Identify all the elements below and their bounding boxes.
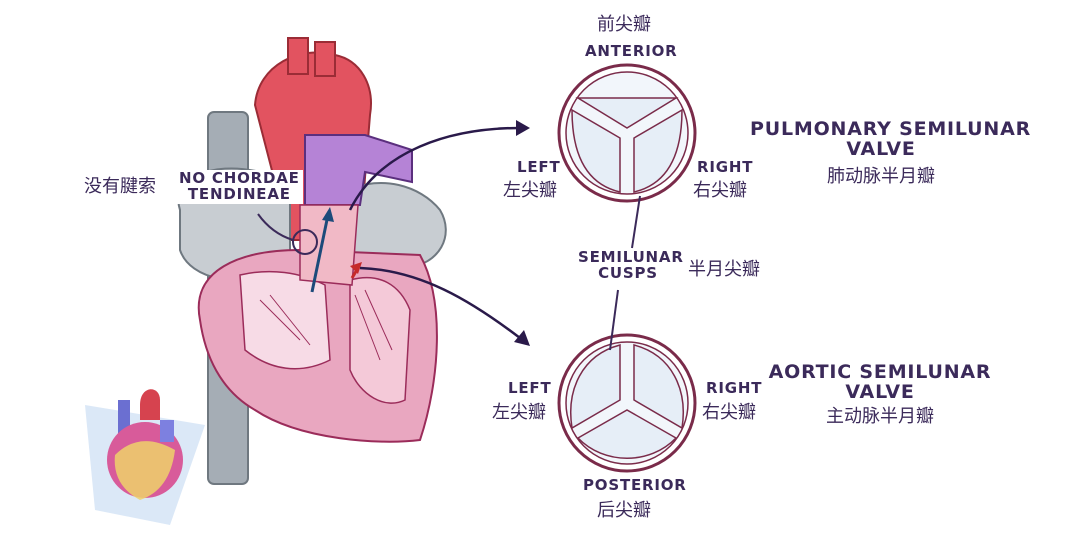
ventricles <box>197 248 438 443</box>
aortic-posterior-en: POSTERIOR <box>583 476 687 494</box>
pulm-left-en: LEFT <box>517 158 561 176</box>
aortic-valve-title: AORTIC SEMILUNAR VALVE <box>760 361 1000 403</box>
pulm-title-line-1: PULMONARY SEMILUNAR <box>750 118 1032 140</box>
no-chordae-line-1: NO CHORDAE <box>179 169 300 187</box>
pulmonary-valve <box>557 63 697 203</box>
blood-flow-arrow-red <box>350 262 362 279</box>
no-chordae-label-en: NO CHORDAE TENDINEAE <box>176 170 303 204</box>
aortic-left-zh: 左尖瓣 <box>492 402 546 423</box>
pulmonary-trunk <box>299 134 413 286</box>
pulmonary-valve-title: PULMONARY SEMILUNAR VALVE <box>750 118 1032 160</box>
cusps-leader-top <box>631 195 641 249</box>
pointer-arrow-to-pulmonary <box>348 120 530 211</box>
pulm-right-zh: 右尖瓣 <box>693 180 747 201</box>
pulm-title-line-2: VALVE <box>846 137 916 160</box>
pulmonary-valve-title-zh: 肺动脉半月瓣 <box>827 166 935 187</box>
aortic-right-zh: 右尖瓣 <box>702 402 756 423</box>
aortic-title-line-2: VALVE <box>845 380 915 403</box>
no-chordae-line-2: TENDINEAE <box>187 184 291 203</box>
pulm-right-en: RIGHT <box>697 158 754 176</box>
pointer-arrow-to-aortic <box>359 266 530 346</box>
aortic-valve <box>557 333 697 473</box>
cusps-leader-bottom <box>609 289 619 351</box>
aortic-title-line-1: AORTIC SEMILUNAR <box>768 361 992 383</box>
blood-flow-arrow-blue <box>310 207 334 293</box>
thumbnail-heart <box>85 389 205 525</box>
semilunar-cusps-label-zh: 半月尖瓣 <box>688 259 760 280</box>
aortic-right-en: RIGHT <box>706 379 763 397</box>
valve-highlight-circle <box>292 229 318 255</box>
cusps-line-2: CUSPS <box>598 263 658 282</box>
no-chordae-leader <box>257 213 294 241</box>
aortic-posterior-zh: 后尖瓣 <box>597 500 651 521</box>
aortic-valve-title-zh: 主动脉半月瓣 <box>826 406 934 427</box>
pulm-anterior-en: ANTERIOR <box>585 42 678 60</box>
pulm-anterior-zh: 前尖瓣 <box>597 14 651 35</box>
no-chordae-label-zh: 没有腱索 <box>84 176 156 197</box>
pulm-left-zh: 左尖瓣 <box>503 180 557 201</box>
cusps-line-1: SEMILUNAR <box>578 248 684 266</box>
semilunar-cusps-label-en: SEMILUNAR CUSPS <box>578 248 684 282</box>
aortic-left-en: LEFT <box>508 379 552 397</box>
